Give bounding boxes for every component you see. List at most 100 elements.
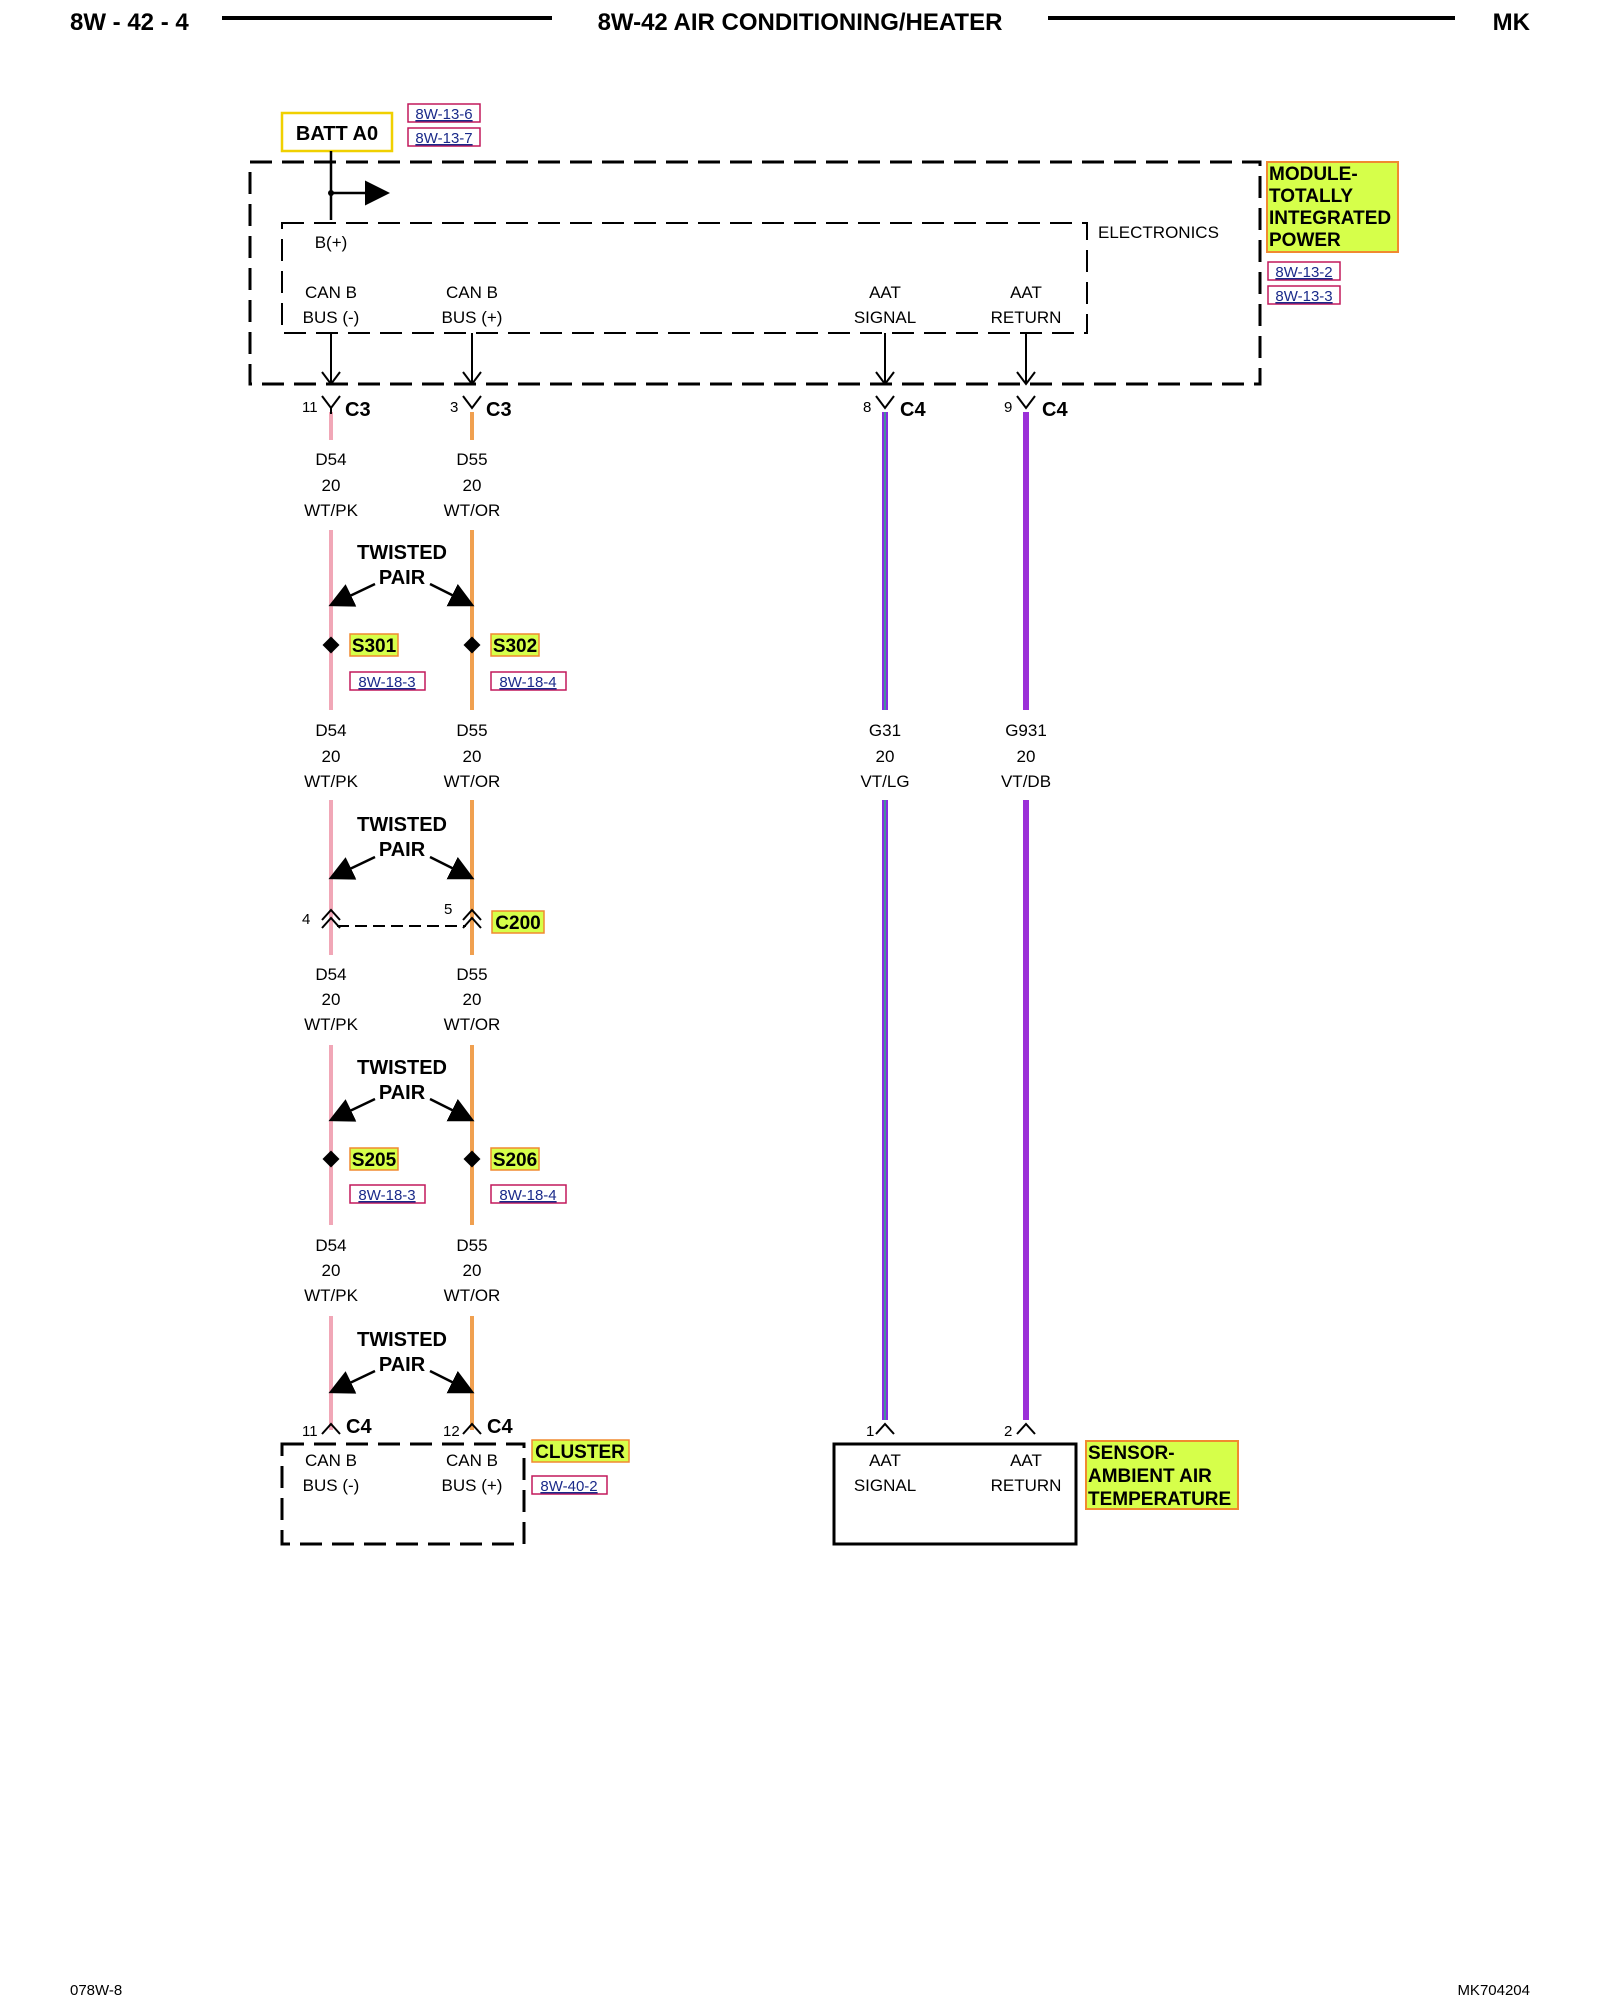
d54-color: WT/PK (304, 772, 358, 791)
connector-name: C4 (346, 1416, 372, 1438)
connector-name: C3 (486, 399, 512, 421)
g931-circuit: G931 (1005, 721, 1047, 740)
tipm-pin3-line1: AAT (869, 283, 901, 302)
tipm-outline (248, 160, 1262, 386)
cluster-pin2-line2: BUS (+) (442, 1476, 503, 1495)
splice-name: S301 (352, 636, 397, 657)
sensor-name-line1: SENSOR- (1088, 1443, 1175, 1464)
d55-gauge: 20 (463, 476, 482, 495)
d55-color: WT/OR (444, 772, 501, 791)
sensor-outline (832, 1442, 1078, 1546)
tipm-name-line1: MODULE- (1269, 164, 1358, 185)
tipm-ref-link-2[interactable]: 8W-13-3 (1275, 288, 1332, 305)
page-number: 8W - 42 - 4 (70, 9, 189, 36)
g31-gauge: 20 (876, 747, 895, 766)
batt-a0-source: BATT A0 8W-13-6 8W-13-7 (280, 103, 481, 153)
sensor-pin1-line2: SIGNAL (854, 1476, 916, 1495)
d55-gauge: 20 (463, 1261, 482, 1280)
tipm-pin2-line2: BUS (+) (442, 308, 503, 327)
pin-number: 8 (863, 399, 871, 416)
d55-gauge: 20 (463, 990, 482, 1009)
sensor-pin2-line2: RETURN (991, 1476, 1062, 1495)
g31-circuit: G31 (869, 721, 901, 740)
pair-label: PAIR (379, 1354, 426, 1376)
page-title: 8W-42 AIR CONDITIONING/HEATER (598, 9, 1003, 36)
splice-ref-link[interactable]: 8W-18-3 (358, 1187, 415, 1204)
cluster-pin1-line2: BUS (-) (303, 1476, 360, 1495)
d55-circuit: D55 (456, 721, 487, 740)
twisted-pair-2: TWISTED PAIR (328, 814, 475, 880)
pin-number: 9 (1004, 399, 1012, 416)
page-header: 8W - 42 - 4 8W-42 AIR CONDITIONING/HEATE… (70, 9, 1531, 36)
d55-color: WT/OR (444, 1286, 501, 1305)
splice-name: S205 (352, 1150, 397, 1171)
twisted-label: TWISTED (357, 1329, 447, 1351)
connector-name: C4 (900, 399, 926, 421)
electronics-label: ELECTRONICS (1098, 223, 1219, 242)
bplus-label: B(+) (315, 233, 348, 252)
splice-ref-link[interactable]: 8W-18-4 (499, 1187, 556, 1204)
twisted-pair-3: TWISTED PAIR (328, 1057, 475, 1122)
cluster-pin1-line1: CAN B (305, 1451, 357, 1470)
connector-c4-pin9: 9 C4 (1004, 395, 1068, 421)
splice-s302: S302 8W-18-4 (463, 633, 567, 691)
tipm-pin1-line1: CAN B (305, 283, 357, 302)
d54-circuit: D54 (315, 1236, 346, 1255)
batt-ref-link-2[interactable]: 8W-13-7 (415, 130, 472, 147)
d55-gauge: 20 (463, 747, 482, 766)
tipm-pin1-line2: BUS (-) (303, 308, 360, 327)
footer-left: 078W-8 (70, 1982, 122, 1999)
batt-a0-label: BATT A0 (296, 123, 378, 145)
wire-labels-seg3: D54 20 WT/PK D55 20 WT/OR (304, 965, 500, 1034)
top-connectors: 11 C3 3 C3 8 C4 9 C4 (302, 395, 1068, 421)
d54-color: WT/PK (304, 1015, 358, 1034)
cluster-pin2-line1: CAN B (446, 1451, 498, 1470)
pair-label: PAIR (379, 839, 426, 861)
tipm-name-highlight (1266, 161, 1399, 253)
d55-circuit: D55 (456, 965, 487, 984)
batt-ref-link-1[interactable]: 8W-13-6 (415, 106, 472, 123)
g931-color: VT/DB (1001, 772, 1051, 791)
tipm-name-line4: POWER (1269, 230, 1341, 251)
wire-labels-seg1: D54 20 WT/PK D55 20 WT/OR (304, 450, 500, 520)
splices-1: S301 8W-18-3 S302 8W-18-4 (322, 633, 567, 691)
splices-2: S205 8W-18-3 S206 8W-18-4 (322, 1147, 567, 1204)
d54-circuit: D54 (315, 721, 346, 740)
splice-s206: S206 8W-18-4 (463, 1147, 567, 1204)
connector-c4-pin11: 11 C4 (302, 1416, 372, 1440)
footer-right: MK704204 (1457, 1982, 1530, 1999)
splice-ref-link[interactable]: 8W-18-3 (358, 674, 415, 691)
splice-s301: S301 8W-18-3 (322, 633, 426, 691)
c200-pin-left: 4 (302, 911, 310, 928)
tipm-pin4-line2: RETURN (991, 308, 1062, 327)
wire-labels-seg4: D54 20 WT/PK D55 20 WT/OR (304, 1236, 500, 1305)
d55-circuit: D55 (456, 1236, 487, 1255)
tipm-ref-link-1[interactable]: 8W-13-2 (1275, 264, 1332, 281)
d54-circuit: D54 (315, 965, 346, 984)
twisted-label: TWISTED (357, 542, 447, 564)
cluster-module: CAN B BUS (-) CAN B BUS (+) CLUSTER 8W-4… (280, 1439, 630, 1546)
tipm-name-line2: TOTALLY (1269, 186, 1353, 207)
sensor-pin1: 1 (866, 1422, 895, 1440)
vehicle-code: MK (1493, 9, 1531, 36)
splice-s205: S205 8W-18-3 (322, 1147, 426, 1204)
pin-number: 2 (1004, 1423, 1012, 1440)
splice-name: S302 (493, 636, 537, 657)
connector-c4-pin12: 12 C4 (443, 1416, 513, 1440)
electronics-outline (281, 222, 1088, 334)
twisted-label: TWISTED (357, 814, 447, 836)
g31-color: VT/LG (860, 772, 909, 791)
connector-c3-pin3: 3 C3 (450, 395, 512, 421)
sensor-pin1-line1: AAT (869, 1451, 901, 1470)
d54-circuit: D54 (315, 450, 346, 469)
twisted-pair-1: TWISTED PAIR (328, 542, 475, 607)
c200-name: C200 (495, 913, 540, 934)
twisted-pair-4: TWISTED PAIR (328, 1329, 475, 1394)
splice-ref-link[interactable]: 8W-18-4 (499, 674, 556, 691)
cluster-ref-link[interactable]: 8W-40-2 (540, 1478, 597, 1495)
pin-number: 11 (302, 399, 318, 416)
cluster-name: CLUSTER (535, 1442, 625, 1463)
connector-name: C4 (1042, 399, 1068, 421)
bottom-connectors: 11 C4 12 C4 1 2 (302, 1416, 1036, 1440)
